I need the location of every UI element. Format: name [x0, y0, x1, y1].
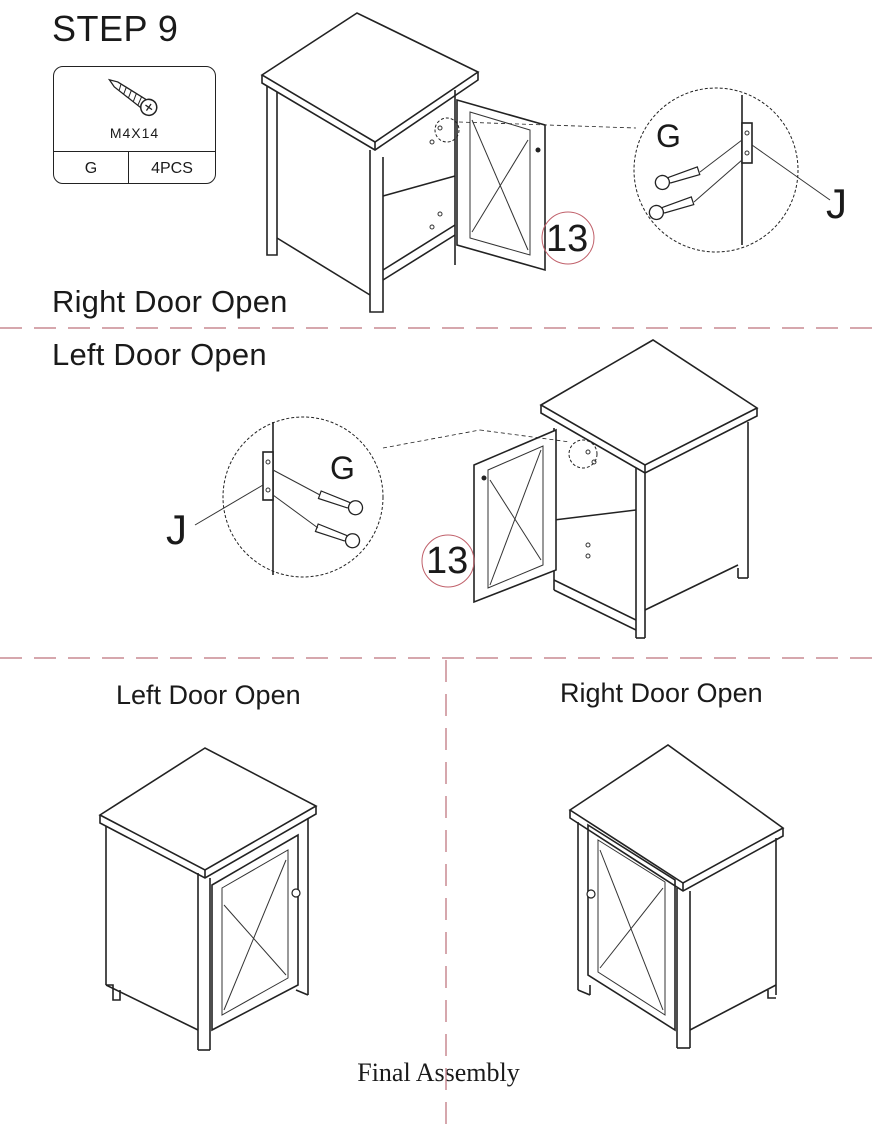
parts-letter: G	[54, 152, 129, 183]
cabinet-left-door-open	[382, 339, 759, 639]
final-right-label: Right Door Open	[560, 678, 763, 708]
callout-g-mid: G	[330, 450, 355, 486]
parts-box: M4X14 G 4PCS	[53, 66, 216, 184]
part-number-mid: 13	[426, 540, 469, 582]
left-door-open-label: Left Door Open	[52, 337, 267, 372]
parts-row: G 4PCS	[54, 151, 215, 183]
parts-qty: 4PCS	[151, 160, 193, 177]
part-number-top: 13	[546, 218, 589, 260]
final-caption: Final Assembly	[357, 1058, 520, 1087]
final-left-label: Left Door Open	[116, 680, 301, 710]
detail-circle-mid	[194, 416, 384, 578]
final-cabinet-left	[98, 747, 318, 1051]
callout-j-mid: J	[166, 506, 187, 553]
final-cabinet-right	[568, 744, 785, 1049]
callout-g-top: G	[656, 118, 681, 154]
cabinet-right-door-open	[260, 12, 637, 313]
detail-circle-top	[633, 87, 831, 253]
parts-spec: M4X14	[109, 125, 160, 141]
step-title: STEP 9	[52, 8, 179, 49]
right-door-open-label: Right Door Open	[52, 284, 288, 319]
callout-j-top: J	[826, 180, 847, 227]
screw-icon	[107, 78, 158, 117]
